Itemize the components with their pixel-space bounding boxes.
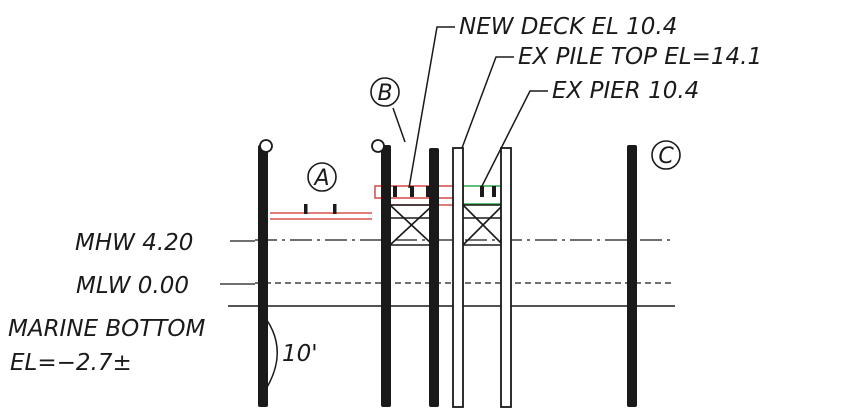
mhw-label: MHW 4.20 [75, 230, 193, 256]
marine-bottom-elevation: EL=−2.7± [10, 350, 132, 376]
ex-pier-joist [480, 186, 484, 197]
marker-a-label: A [312, 166, 329, 191]
marker-c-label: C [658, 144, 674, 169]
deck-a-joist [333, 204, 337, 214]
marker-b-leader [392, 107, 406, 143]
marker-a-bubble [307, 162, 337, 192]
ex-pier-joist [492, 186, 496, 197]
deck-a-joist [304, 204, 308, 214]
new-deck-callout: NEW DECK EL 10.4 [459, 14, 677, 40]
cross-bracing-b [389, 204, 434, 246]
pile [429, 148, 439, 407]
pile [381, 145, 391, 407]
existing-pile [500, 147, 512, 408]
mlw-label: MLW 0.00 [76, 273, 189, 299]
marker-b-bubble [370, 77, 400, 107]
deck-b-joist [426, 186, 430, 197]
pile [258, 145, 268, 407]
ex-pier-callout: EX PIER 10.4 [552, 78, 699, 104]
cross-bracing-ex [462, 204, 504, 246]
ex-pile-top-callout: EX PILE TOP EL=14.1 [518, 44, 762, 70]
ex-pile-top-leader [461, 56, 514, 149]
marker-b-label: B [377, 81, 392, 106]
new-deck-leader [408, 26, 455, 189]
pile-cap [259, 139, 273, 153]
marine-bottom-label: MARINE BOTTOM [8, 316, 205, 342]
pile-cap [371, 139, 385, 153]
existing-pile [452, 147, 464, 408]
deck-b-joist [410, 186, 414, 197]
embed-depth-label: 10' [282, 341, 318, 367]
ex-pier-leader [480, 90, 548, 189]
marker-c-bubble [651, 140, 681, 170]
deck-b-joist [393, 186, 397, 197]
pile [627, 145, 637, 407]
